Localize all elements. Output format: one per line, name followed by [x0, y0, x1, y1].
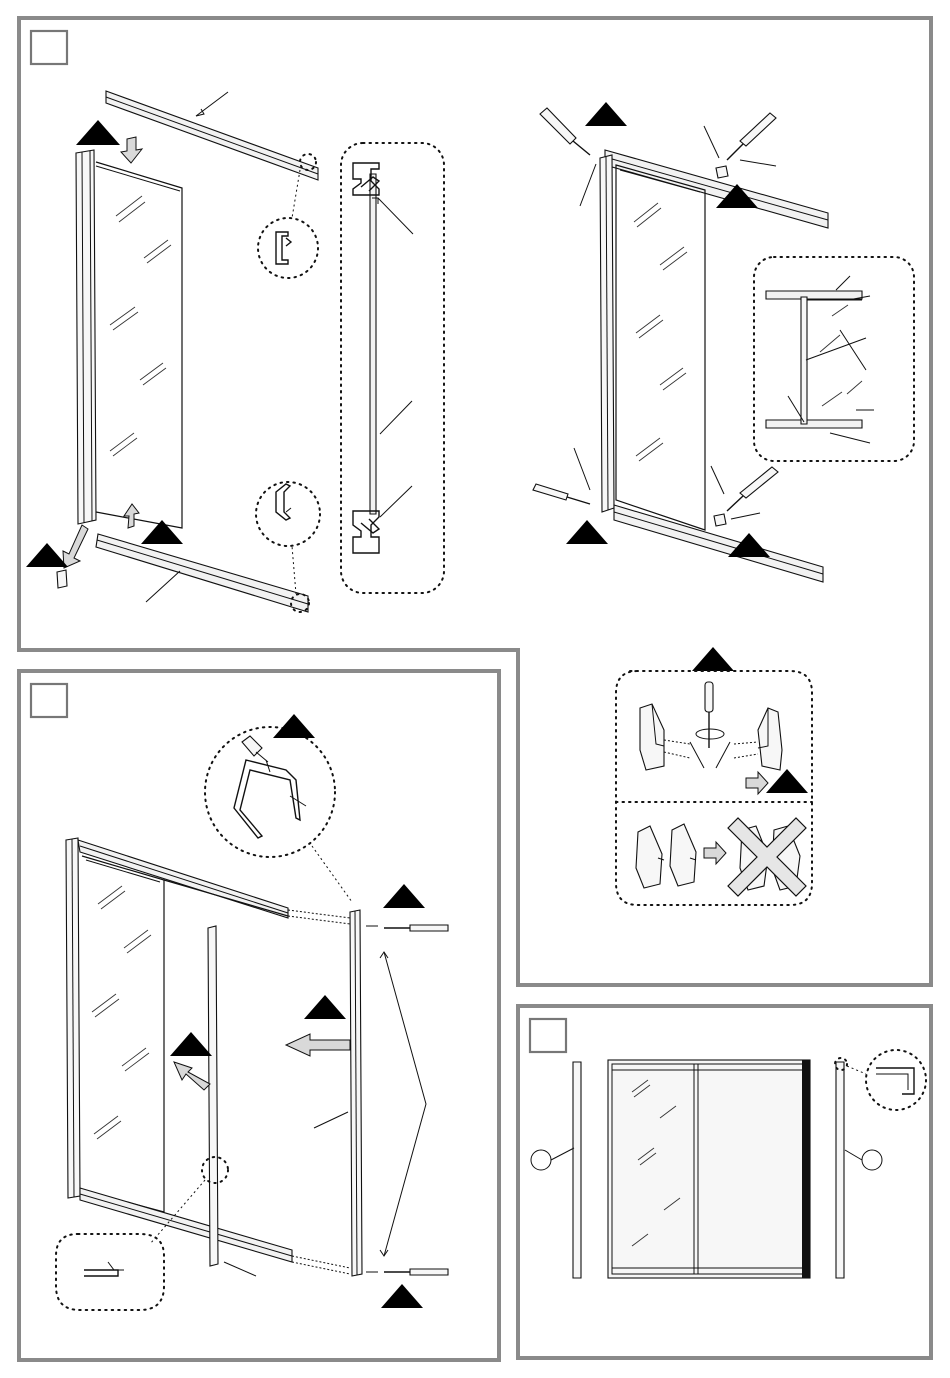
- rotate-icon: [696, 729, 724, 739]
- callout-circle-left: [531, 1150, 551, 1170]
- direction-arrow-icon: [63, 525, 88, 568]
- warning-triangle-icon: [383, 884, 425, 908]
- warning-triangle-icon: [566, 520, 608, 544]
- callout-circle-right: [862, 1150, 882, 1170]
- glass-glints: [634, 203, 687, 461]
- profile-detail-box: [341, 143, 444, 593]
- direction-arrow-icon: [174, 1062, 210, 1090]
- direction-arrow-icon: [286, 1034, 350, 1056]
- zoom-circle-top: [258, 218, 318, 278]
- warning-triangle-icon: [585, 102, 627, 126]
- warning-triangle-icon: [692, 647, 734, 671]
- screwdriver-icon: [384, 1269, 448, 1275]
- direction-arrow-icon: [704, 842, 726, 864]
- glass-glints: [92, 886, 151, 1139]
- step1-left-assembly: [26, 91, 320, 612]
- zoom-circle-end: [866, 1050, 926, 1110]
- step2-assembly: [56, 714, 448, 1310]
- end-cap: [57, 570, 67, 588]
- roller-detail-box: [754, 257, 914, 461]
- warning-triangle-icon: [273, 714, 315, 738]
- direction-arrow-icon: [121, 137, 142, 163]
- screwdriver-icon: [540, 108, 590, 155]
- step-2-box: [31, 684, 67, 717]
- step-4-box: [530, 1019, 566, 1052]
- warning-triangle-icon: [304, 995, 346, 1019]
- panel-outline-bottom-left: [19, 671, 499, 1360]
- direction-arrow-icon: [124, 504, 139, 528]
- screwdriver-icon: [533, 484, 590, 504]
- screwdriver-icon: [242, 736, 268, 762]
- warning-triangle-icon: [76, 120, 120, 145]
- warning-triangle-icon: [381, 1284, 423, 1308]
- bottom-rail: [96, 534, 308, 612]
- direction-arrow-icon: [746, 772, 768, 794]
- glass-panel: [96, 162, 182, 528]
- warning-triangle-icon: [766, 769, 808, 793]
- roller-adjust-detail: [616, 647, 812, 905]
- zoom-circle-bottom: [256, 482, 320, 546]
- screwdriver-icon: [705, 682, 713, 748]
- screwdriver-icon: [727, 113, 776, 160]
- step-1-box: [31, 31, 67, 64]
- screwdriver-icon: [384, 925, 448, 931]
- screwdriver-icon: [727, 467, 778, 511]
- step1-right-assembly: [533, 102, 828, 582]
- zoom-circle-handle: [205, 727, 335, 857]
- step4-assembly: [531, 1050, 926, 1278]
- warning-triangle-icon: [26, 543, 68, 567]
- warning-triangle-icon: [141, 520, 183, 544]
- glass-glints: [110, 196, 171, 456]
- warning-triangle-icon: [170, 1032, 212, 1056]
- side-profile: [76, 150, 96, 524]
